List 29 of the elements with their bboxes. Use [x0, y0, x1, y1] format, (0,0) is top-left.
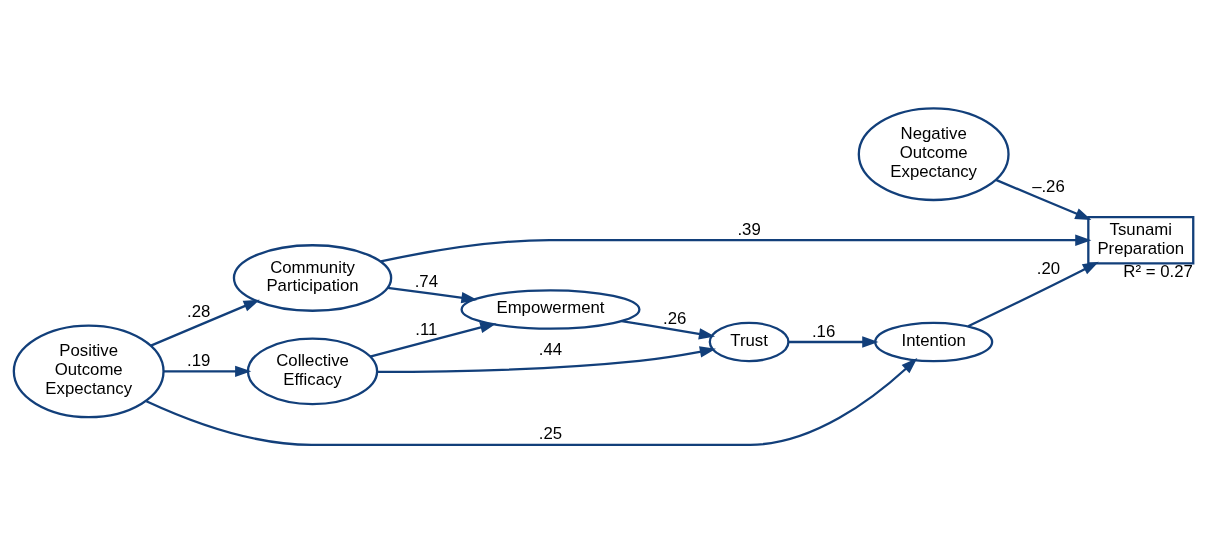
- edge-label: .11: [415, 319, 438, 339]
- edge-label: .25: [538, 423, 563, 443]
- arrow: [150, 299, 260, 347]
- node-ellipse: Negative Outcome Expectancy: [857, 106, 1010, 201]
- arrow: [369, 321, 497, 358]
- edge-label: .39: [737, 219, 761, 239]
- edge-label: .19: [187, 350, 211, 370]
- edge-label: –.26: [1032, 176, 1065, 196]
- arrow: [145, 357, 918, 446]
- node-box: Tsunami Preparation: [1087, 215, 1195, 264]
- node-ellipse: Intention: [874, 321, 994, 362]
- arrow: [621, 319, 716, 339]
- edge-label: .44: [538, 339, 563, 359]
- node-ellipse: Trust: [708, 321, 790, 362]
- node-ellipse: Collective Efficacy: [246, 336, 379, 405]
- edge-label: .74: [414, 271, 438, 291]
- node-ellipse: Positive Outcome Expectancy: [12, 323, 165, 418]
- arrow: [387, 286, 478, 303]
- node-label: R² = 0.27: [1123, 261, 1193, 281]
- edge-label: .28: [187, 301, 211, 321]
- arrow: [995, 178, 1092, 220]
- edge-label: .16: [811, 321, 836, 341]
- edge-label: .20: [1036, 258, 1061, 278]
- arrow: [377, 345, 716, 373]
- arrow: [788, 335, 879, 348]
- arrow: [163, 365, 252, 377]
- edge-label: .26: [663, 308, 687, 328]
- arrow: [967, 261, 1099, 327]
- arrow: [380, 234, 1092, 263]
